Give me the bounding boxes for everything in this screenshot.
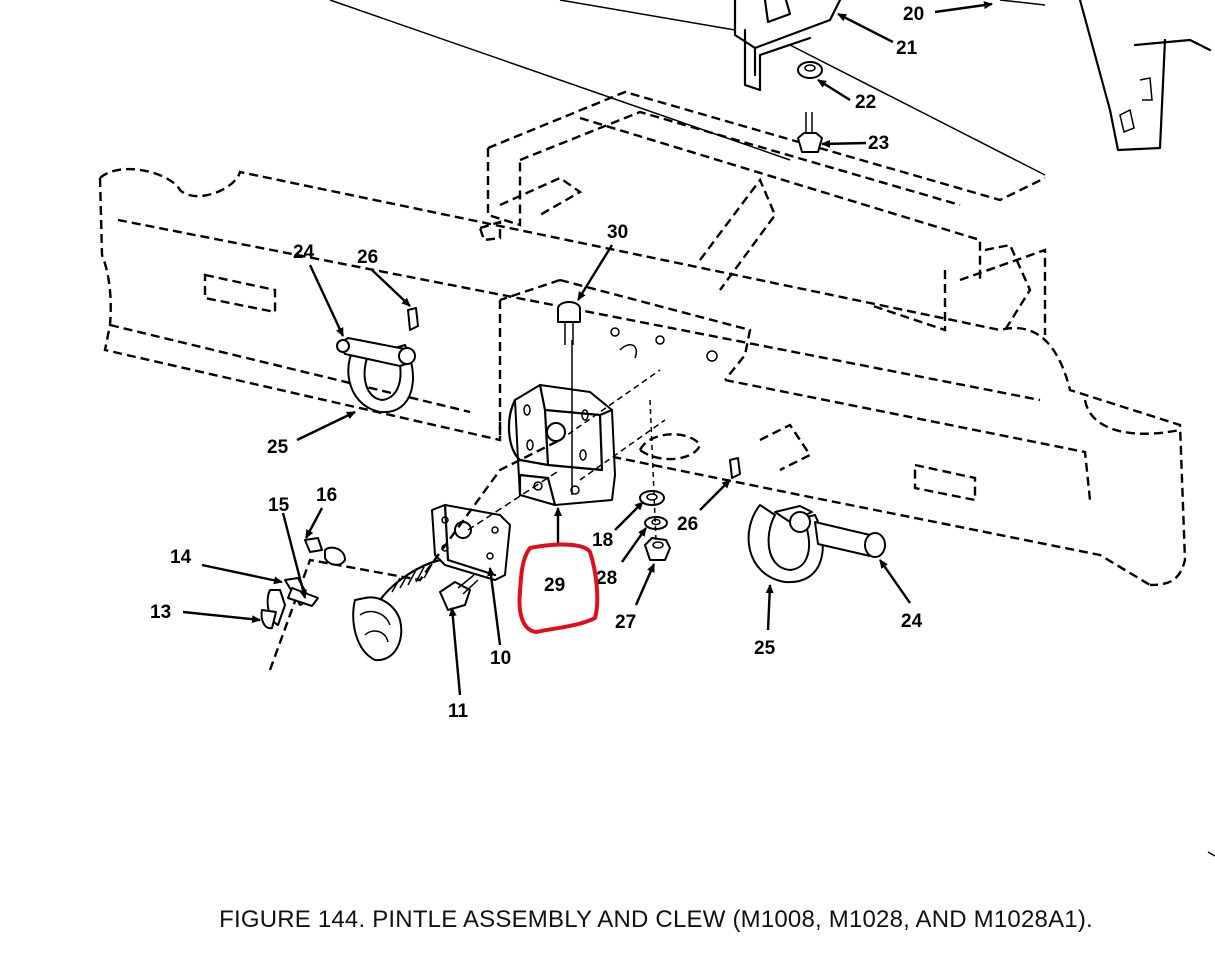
callout-23: 23 [868, 133, 889, 154]
callout-26-left: 26 [357, 247, 378, 268]
rear-bumper [98, 168, 1187, 587]
callout-15: 15 [268, 495, 290, 516]
callout-28: 28 [596, 568, 617, 589]
leader-lines [182, 1, 993, 696]
cotter-pin-left [407, 307, 419, 331]
callout-25-right: 25 [754, 638, 776, 659]
callout-24-left: 24 [293, 242, 315, 263]
bolt-30 [557, 301, 581, 345]
nut-27 [644, 399, 671, 561]
callout-13: 13 [150, 602, 171, 623]
cotter-pin-right [729, 457, 741, 479]
callout-10: 10 [490, 648, 511, 669]
callout-labels: 20 21 22 23 30 24 26 25 16 15 14 13 10 1… [150, 4, 924, 722]
latch-parts [260, 537, 346, 630]
callout-30: 30 [607, 222, 628, 243]
callout-21: 21 [896, 38, 918, 59]
shackle-left [336, 337, 416, 414]
top-reference-lines [329, 0, 1046, 176]
shackle-right [747, 504, 886, 584]
callout-22: 22 [855, 92, 876, 113]
pintle-mount-29 [507, 340, 666, 507]
tailgate-fragment [1078, 0, 1212, 152]
callout-11: 11 [448, 701, 469, 722]
washer-18 [639, 490, 665, 506]
bolt-11 [439, 574, 479, 611]
callout-29: 29 [544, 575, 565, 596]
lockwasher-28 [644, 516, 668, 530]
red-highlight-loop [517, 542, 600, 634]
bolt-23 [797, 112, 823, 153]
callout-25-left: 25 [267, 437, 289, 458]
callout-26-right: 26 [677, 514, 698, 535]
callout-16: 16 [316, 485, 337, 506]
callout-14: 14 [170, 547, 192, 568]
frame-rails [478, 90, 1047, 335]
callout-24-right: 24 [901, 611, 923, 632]
nut-22 [797, 61, 823, 79]
callout-27: 27 [615, 612, 636, 633]
callout-20: 20 [903, 4, 924, 25]
figure-caption: FIGURE 144. PINTLE ASSEMBLY AND CLEW (M1… [219, 906, 1093, 933]
edge-mark [1207, 851, 1215, 857]
callout-18: 18 [592, 530, 613, 551]
pintle-hook [268, 438, 561, 671]
bracket [733, 0, 842, 92]
